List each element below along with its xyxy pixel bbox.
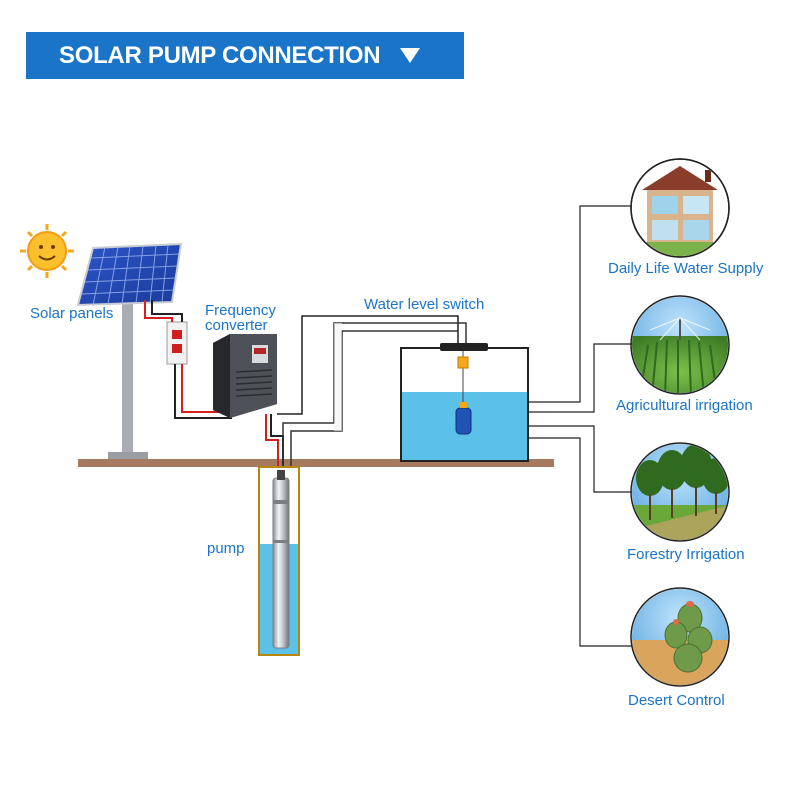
pump-label: pump <box>207 540 245 557</box>
page-title: SOLAR PUMP CONNECTION <box>59 41 381 69</box>
solar-panels-label: Solar panels <box>30 305 114 322</box>
pump-icon <box>272 470 290 649</box>
frequency-converter-label-line2: converter <box>205 317 268 334</box>
application-label-forestry: Forestry Irrigation <box>627 546 745 563</box>
frequency-converter-label-line1: Frequency <box>205 302 276 319</box>
tree-row-icon <box>630 442 730 542</box>
signal-wire <box>277 315 459 415</box>
distribution-lines <box>528 205 632 647</box>
application-label-agricultural: Agricultural irrigation <box>616 397 753 414</box>
cactus-icon <box>630 587 730 687</box>
float-switch-icon <box>455 351 472 435</box>
water-level-switch-label: Water level switch <box>364 296 485 313</box>
crop-field-icon <box>630 295 730 395</box>
house-icon <box>630 158 730 258</box>
circuit-breaker-icon <box>166 321 188 365</box>
power-wires <box>144 300 284 470</box>
frequency-converter-icon <box>213 334 277 418</box>
title-banner: SOLAR PUMP CONNECTION <box>26 32 464 79</box>
application-label-desert: Desert Control <box>628 692 725 709</box>
chevron-down-icon <box>400 48 421 63</box>
solar-panel-icon <box>76 242 183 307</box>
sun-icon <box>20 224 74 278</box>
application-label-daily-life: Daily Life Water Supply <box>608 260 764 277</box>
pole-base <box>108 452 148 462</box>
panel-pole <box>122 300 133 458</box>
ground-line <box>78 459 554 467</box>
